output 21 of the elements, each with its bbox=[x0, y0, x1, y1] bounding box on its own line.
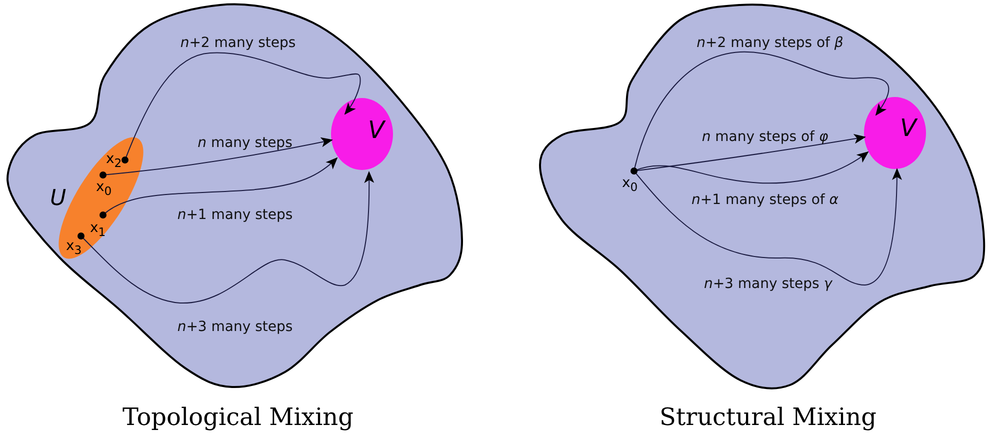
point-label: x$_{0}$ bbox=[96, 180, 112, 198]
edge-label: n+1 many steps bbox=[177, 208, 293, 222]
arrow bbox=[80, 171, 374, 304]
point-label: x$_{3}$ bbox=[66, 239, 82, 256]
point-label: x$_{1}$ bbox=[90, 221, 106, 238]
point-label: x$_{2}$ bbox=[106, 152, 122, 170]
region-label: V bbox=[368, 118, 384, 142]
arrow bbox=[634, 168, 902, 286]
arrow bbox=[102, 157, 338, 216]
caption: Topological Mixing bbox=[122, 405, 354, 429]
region-label: V bbox=[900, 116, 916, 140]
edge-label: n many steps of φ bbox=[702, 130, 828, 144]
caption: Structural Mixing bbox=[660, 405, 876, 429]
edge-label: n+2 many steps bbox=[180, 36, 296, 50]
edge-label: n+3 many steps bbox=[177, 320, 293, 334]
edge-label: n+3 many steps γ bbox=[704, 277, 832, 291]
region-label: U bbox=[50, 188, 66, 210]
edge-label: n+2 many steps of β bbox=[696, 36, 844, 50]
edge-label: n+1 many steps of α bbox=[692, 193, 838, 207]
edge-label: n many steps bbox=[198, 136, 292, 150]
point-label: x$_{0}$ bbox=[622, 176, 638, 194]
